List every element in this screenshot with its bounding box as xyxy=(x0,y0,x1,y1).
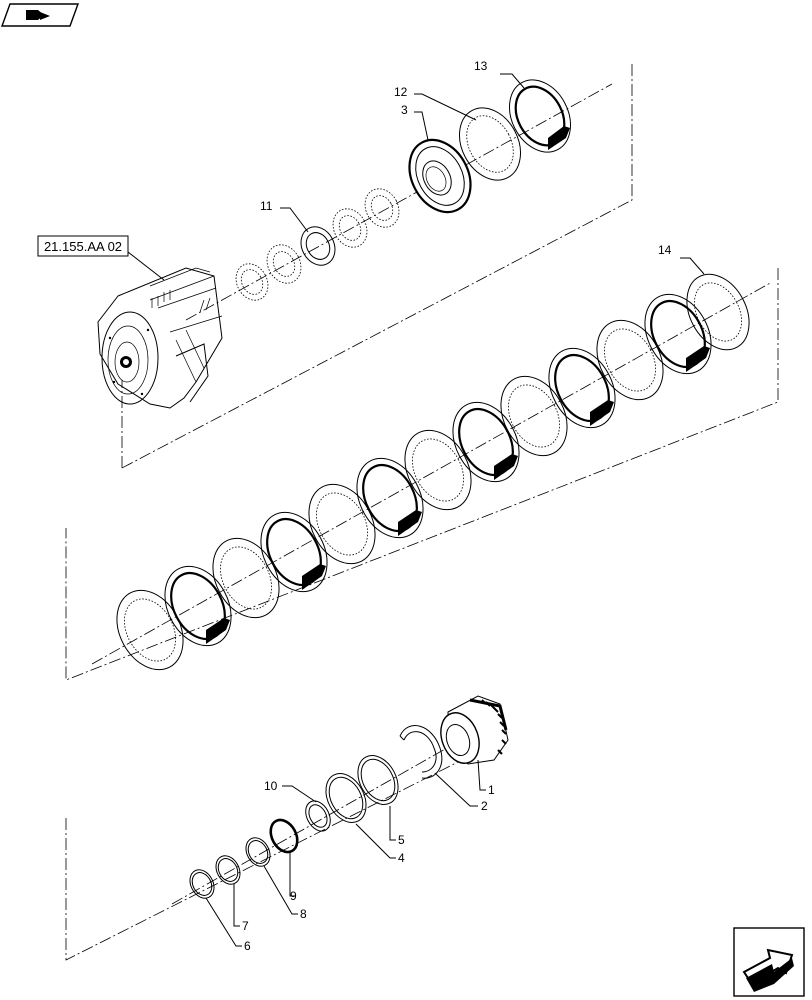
disc-steel xyxy=(596,319,664,401)
callout-2: 2 xyxy=(481,799,488,813)
disc-friction xyxy=(548,347,616,429)
callout-5: 5 xyxy=(398,833,405,847)
disc-steel xyxy=(404,429,472,511)
part-13-friction-plate[interactable] xyxy=(497,69,582,162)
part-6-ring[interactable] xyxy=(185,866,219,903)
axis-line-middle xyxy=(91,281,773,665)
middle-group-discs xyxy=(116,293,712,671)
disc-friction xyxy=(260,511,328,593)
clutch-housing-assembly xyxy=(97,267,223,409)
group-boundary-middle xyxy=(65,268,779,681)
disc-steel xyxy=(500,375,568,457)
reference-label: 21.155.AA 02 xyxy=(44,239,122,254)
reference-box[interactable]: 21.155.AA 02 xyxy=(37,235,129,257)
callout-8: 8 xyxy=(300,907,307,921)
previous-page-icon[interactable] xyxy=(1,3,79,27)
part-1-hub[interactable] xyxy=(434,695,509,769)
callout-9: 9 xyxy=(290,889,297,903)
callout-4: 4 xyxy=(398,851,405,865)
callout-1: 1 xyxy=(488,783,495,797)
group-boundary-bottom xyxy=(65,759,463,961)
part-3-piston[interactable] xyxy=(397,129,482,222)
callout-10: 10 xyxy=(264,779,278,793)
part-14-end-plate[interactable] xyxy=(674,264,761,361)
reference-leader xyxy=(127,251,165,281)
callout-11: 11 xyxy=(260,199,273,213)
part-9-o-ring[interactable] xyxy=(265,815,302,856)
callout-3: 3 xyxy=(401,103,408,117)
part-10-washer[interactable] xyxy=(301,797,335,836)
group-boundary-top xyxy=(121,64,633,469)
part-11-shim[interactable] xyxy=(294,221,341,271)
part-12-steel-plate[interactable] xyxy=(447,97,532,190)
part-7-ring[interactable] xyxy=(211,852,245,889)
callout-12: 12 xyxy=(394,85,408,99)
axis-line-bottom xyxy=(171,735,469,905)
disc-friction xyxy=(356,457,424,539)
callout-13: 13 xyxy=(474,59,488,73)
part-5-seal-ring[interactable] xyxy=(350,749,406,812)
disc-steel xyxy=(212,537,280,619)
disc-steel xyxy=(116,589,184,671)
callout-7: 7 xyxy=(242,919,249,933)
axis-line-top xyxy=(185,83,613,321)
callout-6: 6 xyxy=(244,939,251,953)
callout-labels: 13 12 3 11 14 1 2 5 4 10 9 8 7 6 xyxy=(242,59,672,953)
disc-friction xyxy=(452,401,520,483)
disc-friction xyxy=(644,293,712,375)
part-4-seal-ring[interactable] xyxy=(318,767,374,830)
top-group-plates xyxy=(235,188,400,301)
leader-lines xyxy=(205,73,705,947)
part-8-o-ring[interactable] xyxy=(241,834,275,871)
next-page-icon[interactable] xyxy=(733,927,805,997)
part-2-snap-ring[interactable] xyxy=(399,725,443,779)
disc-friction xyxy=(164,565,232,647)
callout-14: 14 xyxy=(658,243,672,257)
